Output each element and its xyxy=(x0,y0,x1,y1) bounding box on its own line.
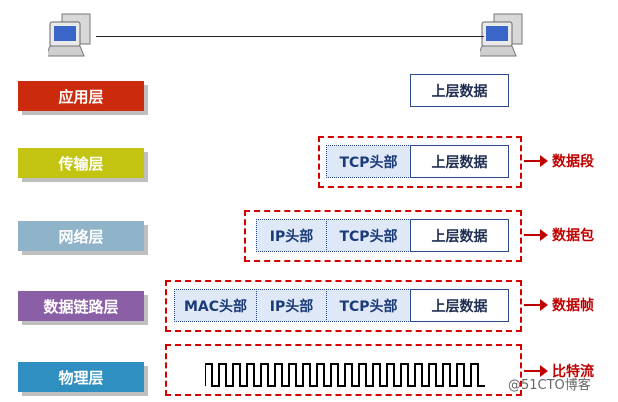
transport-tcp-header-label: TCP头部 xyxy=(339,154,398,171)
datalink-upper-data-cell: 上层数据 xyxy=(410,289,509,322)
layer-datalink: 数据链路层 xyxy=(18,291,144,321)
network-ip-header-cell: IP头部 xyxy=(256,219,327,252)
datalink-ip-header-cell: IP头部 xyxy=(256,289,327,322)
packet-arrow-icon xyxy=(524,229,548,241)
datalink-tcp-header-cell: TCP头部 xyxy=(326,289,411,322)
transport-tcp-header-cell: TCP头部 xyxy=(326,145,411,178)
segment-arrow-icon xyxy=(524,155,548,167)
datalink-mac-header-label: MAC头部 xyxy=(183,298,248,315)
network-tcp-header-label: TCP头部 xyxy=(339,228,398,245)
datalink-upper-data-label: 上层数据 xyxy=(431,298,488,315)
network-ip-header-label: IP头部 xyxy=(269,228,314,245)
segment-frame xyxy=(318,136,522,188)
application-data-label: 上层数据 xyxy=(431,83,488,100)
network-link-line xyxy=(96,36,484,37)
datalink-tcp-header-label: TCP头部 xyxy=(339,298,398,315)
packet-tag: 数据包 xyxy=(524,225,594,245)
layer-physical-label: 物理层 xyxy=(58,368,104,387)
watermark: @51CTO博客 xyxy=(508,378,591,393)
bitstream-waveform xyxy=(205,363,485,387)
right-computer-icon xyxy=(480,13,523,57)
layer-application: 应用层 xyxy=(18,81,144,111)
frame-label: 数据帧 xyxy=(552,298,594,314)
segment-label: 数据段 xyxy=(552,154,594,170)
bitstream-tag: 比特流 xyxy=(524,361,594,381)
layer-physical: 物理层 xyxy=(18,362,144,392)
layer-network-label: 网络层 xyxy=(58,227,104,246)
layer-transport: 传输层 xyxy=(18,148,144,178)
left-computer-icon xyxy=(48,13,91,57)
frame-frame xyxy=(165,280,522,332)
transport-upper-data-label: 上层数据 xyxy=(431,154,488,171)
bitstream-frame xyxy=(165,344,522,396)
transport-upper-data-cell: 上层数据 xyxy=(410,145,509,178)
network-upper-data-cell: 上层数据 xyxy=(410,219,509,252)
frame-arrow-icon xyxy=(524,299,548,311)
datalink-ip-header-label: IP头部 xyxy=(269,298,314,315)
datalink-mac-header-cell: MAC头部 xyxy=(174,289,257,322)
bitstream-label: 比特流 xyxy=(552,364,594,380)
packet-frame xyxy=(244,210,522,262)
bitstream-arrow-icon xyxy=(524,365,548,377)
packet-label: 数据包 xyxy=(552,228,594,244)
network-upper-data-label: 上层数据 xyxy=(431,228,488,245)
layer-application-label: 应用层 xyxy=(58,87,104,106)
application-data-cell: 上层数据 xyxy=(410,74,509,107)
segment-tag: 数据段 xyxy=(524,151,594,171)
frame-tag: 数据帧 xyxy=(524,295,594,315)
layer-transport-label: 传输层 xyxy=(58,154,104,173)
network-tcp-header-cell: TCP头部 xyxy=(326,219,411,252)
layer-network: 网络层 xyxy=(18,221,144,251)
layer-datalink-label: 数据链路层 xyxy=(43,297,119,316)
